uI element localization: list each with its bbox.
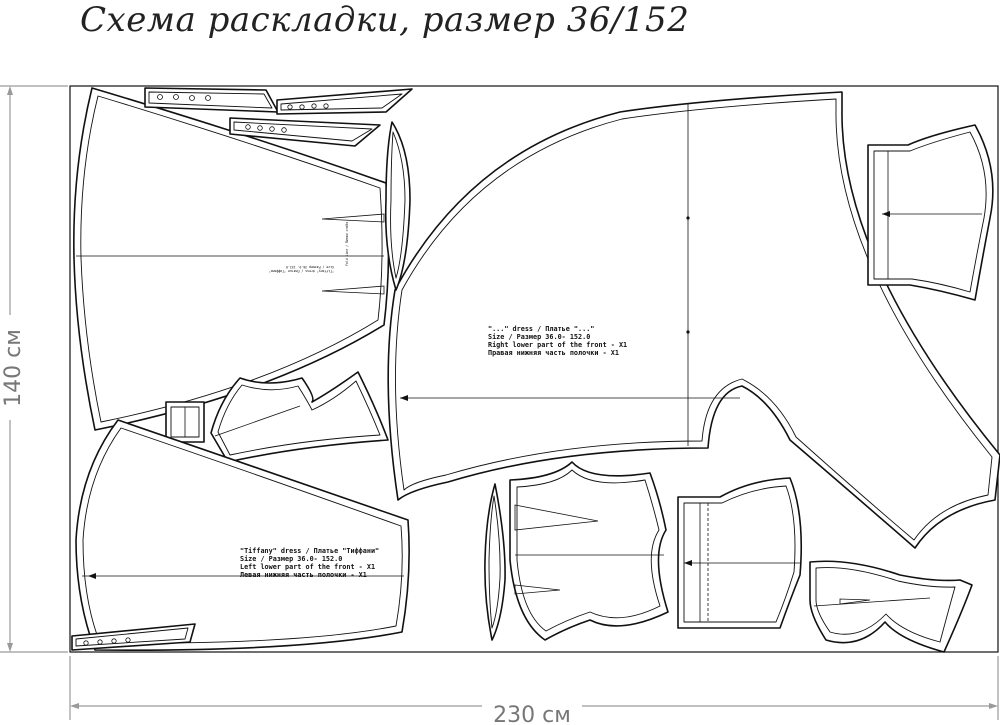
left-front-line-4: Левая нижняя часть полочки - X1 [240,571,367,579]
fold-line-label: Fold line / Линия сгиба [344,222,349,266]
height-label: 140 см [1,329,26,407]
piece-back-skirt: "Tiffany" dress / Платье "Тиффани" Size … [73,87,390,431]
right-front-line-2: Size / Размер 36.0- 152.0 [488,333,590,341]
right-front-line-4: Правая нижняя часть полочки - X1 [488,349,619,357]
piece-right-lower-front: "..." dress / Платье "..." Size / Размер… [387,91,1000,549]
width-label: 230 см [493,703,571,725]
width-dimension: 230 см [69,656,999,725]
piece-small-square [165,401,205,443]
piece-strip-1 [144,87,279,113]
left-front-line-2: Size / Размер 36.0- 152.0 [240,555,342,563]
fabric-border [69,85,999,653]
piece-bodice-front [509,461,669,641]
piece-strip-2 [276,88,413,115]
piece-sleeve-upper [867,124,994,301]
label-left-lower-front: "Tiffany" dress / Платье "Тиффани" Size … [240,547,379,579]
piece-facing-bottom [484,483,506,641]
left-front-line-1: "Tiffany" dress / Платье "Тиффани" [240,547,379,555]
piece-strip-4 [71,623,196,651]
piece-sleeve-lower [677,477,802,629]
right-front-line-3: Right lower part of the front - X1 [488,341,627,349]
back-skirt-line-1: "Tiffany" dress / Платье "Тиффани" [269,269,334,273]
layout-title: Схема раскладки, размер 36/152 [80,0,690,40]
piece-strip-3 [229,117,381,147]
piece-yoke-right [809,560,973,653]
left-front-line-3: Left lower part of the front - X1 [240,563,375,571]
piece-bodice-left [210,371,389,463]
back-skirt-line-2: Size / Размер 36.0- 152.0 [286,265,334,269]
piece-left-lower-front: "Tiffany" dress / Платье "Тиффани" Size … [75,419,410,651]
label-right-lower-front: "..." dress / Платье "..." Size / Размер… [488,325,627,357]
right-front-line-1: "..." dress / Платье "..." [488,325,594,333]
label-back-skirt: "Tiffany" dress / Платье "Тиффани" Size … [269,265,334,273]
height-dimension: 140 см [0,85,68,653]
piece-facing-top [384,121,411,291]
